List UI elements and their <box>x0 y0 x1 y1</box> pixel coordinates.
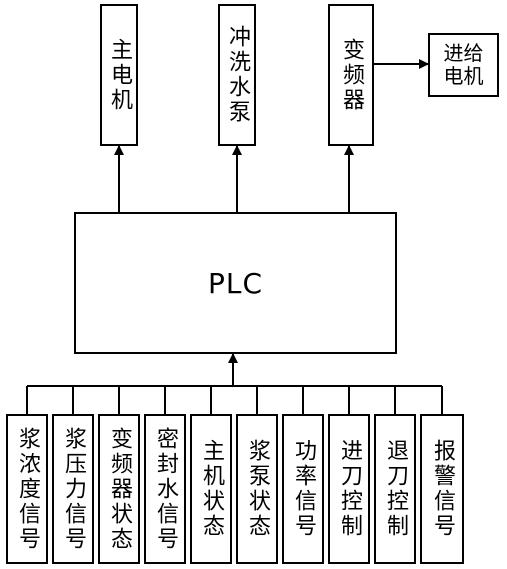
input-box-4: 密封水信号 <box>144 414 186 564</box>
input-label-7: 功率信号 <box>291 439 316 539</box>
input-label-4: 密封水信号 <box>153 426 178 552</box>
input-label-8: 进刀控制 <box>337 439 362 539</box>
input-box-10: 报警信号 <box>420 414 464 564</box>
input-box-1: 浆浓度信号 <box>6 414 48 564</box>
feed-motor-box: 进给电机 <box>428 33 499 97</box>
input-box-6: 浆泵状态 <box>236 414 278 564</box>
input-box-9: 退刀控制 <box>374 414 416 564</box>
input-box-2: 浆压力信号 <box>52 414 94 564</box>
main-motor-box: 主电机 <box>100 4 138 146</box>
input-box-7: 功率信号 <box>282 414 324 564</box>
input-label-9: 退刀控制 <box>383 439 408 539</box>
inverter-box: 变频器 <box>328 4 374 146</box>
input-box-8: 进刀控制 <box>328 414 370 564</box>
input-label-6: 浆泵状态 <box>245 439 270 539</box>
plc-box: PLC <box>74 212 397 354</box>
input-label-10: 报警信号 <box>430 439 455 539</box>
input-label-2: 浆压力信号 <box>61 426 86 552</box>
input-box-3: 变频器状态 <box>98 414 140 564</box>
input-label-3: 变频器状态 <box>107 426 132 552</box>
input-box-5: 主机状态 <box>190 414 232 564</box>
plc-label: PLC <box>207 266 264 300</box>
main-motor-label: 主电机 <box>107 37 132 113</box>
flush-pump-box: 冲洗水泵 <box>218 4 256 146</box>
input-label-1: 浆浓度信号 <box>15 426 40 552</box>
input-label-5: 主机状态 <box>199 439 224 539</box>
inverter-label: 变频器 <box>339 37 364 113</box>
feed-motor-label: 进给电机 <box>443 41 484 88</box>
flush-pump-label: 冲洗水泵 <box>225 25 250 125</box>
